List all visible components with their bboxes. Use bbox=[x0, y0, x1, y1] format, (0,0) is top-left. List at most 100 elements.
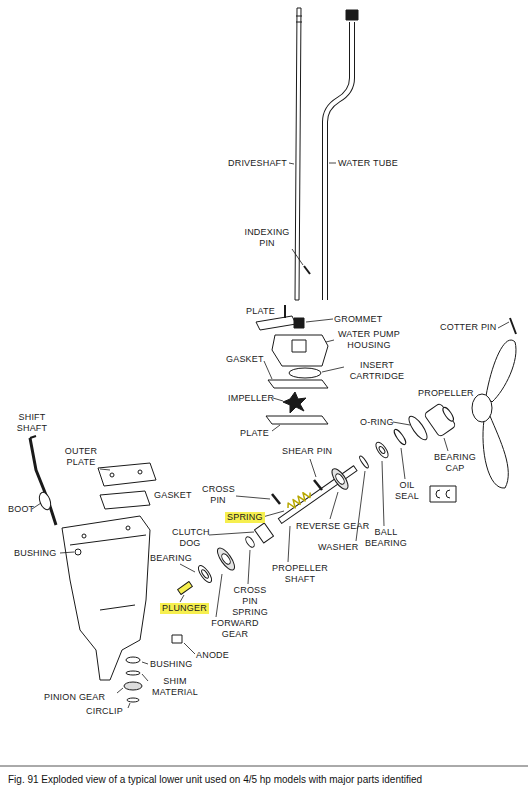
clutch-dog bbox=[254, 523, 273, 543]
part-label: ANODE bbox=[196, 650, 229, 661]
part-label: PINION GEAR bbox=[44, 692, 105, 703]
leader-line bbox=[216, 574, 222, 617]
forward-gear bbox=[214, 545, 237, 572]
part-label: BEARING CAP bbox=[432, 452, 478, 474]
driveshaft bbox=[296, 16, 302, 22]
water-tube bbox=[325, 10, 358, 300]
plunger bbox=[178, 582, 193, 595]
part-label: GROMMET bbox=[334, 314, 382, 325]
leader-line bbox=[184, 643, 195, 654]
water-tube bbox=[346, 10, 358, 20]
oil-seal bbox=[392, 428, 407, 446]
cross-pin bbox=[272, 494, 280, 504]
reverse-gear bbox=[329, 466, 351, 491]
bushing bbox=[126, 657, 140, 663]
leader-line bbox=[117, 688, 123, 693]
water-pump-housing bbox=[292, 340, 306, 352]
washer bbox=[358, 455, 369, 469]
part-label: OUTER PLATE bbox=[62, 446, 100, 468]
gearcase-housing bbox=[62, 516, 150, 680]
part-label: WASHER bbox=[318, 542, 358, 553]
part-label: SHEAR PIN bbox=[282, 446, 332, 457]
forward-gear bbox=[214, 545, 237, 572]
part-label: BALL BEARING bbox=[364, 527, 408, 549]
water-pump-housing bbox=[272, 335, 328, 366]
outer-plate bbox=[98, 463, 156, 486]
leader-line bbox=[288, 526, 290, 562]
leader-line bbox=[444, 438, 448, 451]
part-label: DRIVESHAFT bbox=[228, 158, 287, 169]
propeller-shaft bbox=[278, 466, 357, 524]
part-label: COTTER PIN bbox=[440, 322, 497, 333]
part-label: PROPELLER SHAFT bbox=[272, 563, 328, 585]
part-label: BUSHING bbox=[150, 659, 192, 670]
leader-line bbox=[292, 249, 303, 265]
part-label: PLATE bbox=[246, 306, 275, 317]
figure-caption: Fig. 91 Exploded view of a typical lower… bbox=[8, 774, 520, 786]
leader-line bbox=[326, 340, 334, 342]
plate bbox=[266, 416, 328, 424]
part-label: BUSHING bbox=[14, 548, 56, 559]
leader-line bbox=[248, 550, 250, 584]
gearcase-housing bbox=[82, 534, 86, 538]
circlip bbox=[127, 698, 139, 702]
part-label: INSERT CARTRIDGE bbox=[346, 360, 408, 382]
part-label: CLUTCH DOG bbox=[172, 527, 208, 549]
part-label: BOOT bbox=[8, 504, 34, 515]
impeller bbox=[283, 392, 306, 413]
bearing-cap bbox=[441, 406, 455, 423]
leader-line bbox=[272, 425, 280, 431]
leader-line bbox=[382, 461, 384, 526]
leader-line bbox=[236, 496, 270, 499]
cross-pin-spring bbox=[244, 535, 256, 548]
part-label: PLATE bbox=[240, 428, 269, 439]
leader-line bbox=[310, 459, 316, 477]
leader-line bbox=[142, 662, 148, 664]
plunger bbox=[178, 582, 193, 595]
leader-line bbox=[322, 367, 344, 372]
plate bbox=[256, 316, 296, 330]
gasket bbox=[268, 380, 328, 388]
part-label: WATER TUBE bbox=[338, 158, 398, 169]
inset-symbol bbox=[436, 490, 450, 498]
leader-line bbox=[32, 163, 509, 708]
part-label: O-RING bbox=[360, 417, 394, 428]
propeller bbox=[483, 416, 508, 488]
gearcase-housing bbox=[126, 526, 130, 530]
leader-line bbox=[289, 163, 294, 164]
grommet bbox=[294, 318, 304, 328]
bearing bbox=[200, 569, 209, 579]
cross-pin-spring bbox=[244, 535, 256, 548]
reverse-gear bbox=[334, 472, 346, 485]
washer bbox=[358, 455, 369, 469]
propeller bbox=[472, 340, 516, 488]
leader-line bbox=[180, 564, 195, 572]
gearcase-housing bbox=[75, 549, 81, 555]
part-label: CIRCLIP bbox=[86, 706, 123, 717]
spring bbox=[286, 489, 313, 511]
ball-bearing bbox=[374, 440, 391, 459]
leader-line bbox=[393, 422, 410, 425]
driveshaft bbox=[295, 8, 301, 300]
leader-line bbox=[100, 469, 110, 470]
part-label: PROPELLER bbox=[418, 388, 474, 399]
leader-line bbox=[209, 532, 254, 535]
propeller bbox=[486, 340, 516, 402]
driveshaft bbox=[295, 8, 302, 300]
gearcase-housing bbox=[100, 605, 135, 610]
oil-seal bbox=[392, 428, 407, 446]
leader-line bbox=[273, 398, 283, 401]
propeller-shaft bbox=[278, 466, 357, 524]
caption-rule bbox=[0, 766, 528, 767]
part-label: WATER PUMP HOUSING bbox=[336, 329, 402, 351]
reverse-gear bbox=[329, 466, 351, 491]
shift-shaft bbox=[30, 436, 36, 438]
part-label: CROSS PIN bbox=[202, 484, 234, 506]
anode bbox=[172, 635, 182, 643]
shear-pin bbox=[314, 480, 322, 490]
leader-line bbox=[60, 552, 74, 553]
part-label: SHIFT SHAFT bbox=[14, 412, 50, 434]
leader-line bbox=[264, 361, 272, 379]
bearing bbox=[196, 564, 214, 585]
indexing-pin bbox=[304, 266, 310, 274]
